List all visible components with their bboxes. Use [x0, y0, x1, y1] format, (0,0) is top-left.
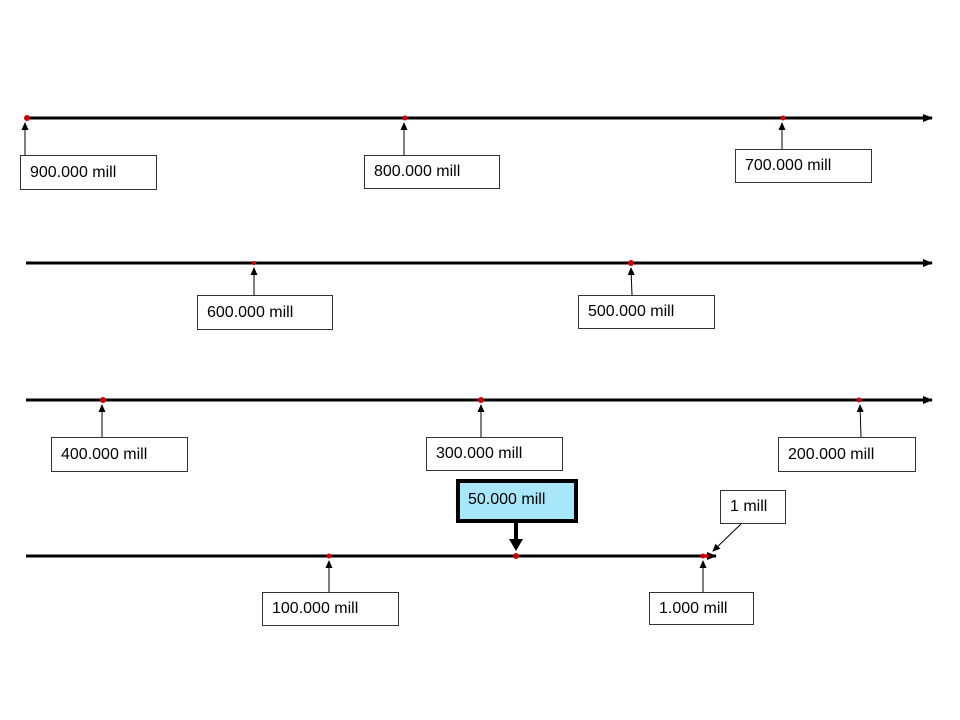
timeline-1-dot-900000 [24, 115, 30, 121]
timeline-4-dot-1 [705, 554, 709, 558]
timeline-4-dot-50000 [513, 553, 519, 559]
label-100000-mill: 100.000 mill [262, 592, 399, 626]
timeline-3-dot-400000 [100, 397, 106, 403]
timeline-2-dot-500000 [628, 260, 634, 266]
timeline-3-dot-300000 [478, 397, 484, 403]
pointer-50000-head [509, 539, 523, 551]
timeline-1-dot-700000 [780, 115, 786, 121]
pointer-200000 [856, 404, 864, 438]
timeline-3-dot-200000 [856, 397, 862, 403]
label-600000-mill: 600.000 mill [197, 295, 333, 330]
timeline-1-dot-800000 [402, 115, 408, 121]
label-800000-mill: 800.000 mill [364, 155, 500, 189]
label-900000-mill: 900.000 mill [20, 155, 157, 190]
label-1-mill: 1 mill [720, 490, 786, 524]
pointer-1 [712, 523, 742, 552]
label-500000-mill: 500.000 mill [578, 295, 715, 329]
timeline-4-dot-100000 [326, 553, 332, 559]
label-400000-mill: 400.000 mill [51, 437, 188, 472]
label-700000-mill: 700.000 mill [735, 149, 872, 183]
label-200000-mill: 200.000 mill [778, 437, 916, 472]
pointer-500000 [627, 267, 635, 296]
timeline-4-dot-1000 [700, 553, 706, 559]
label-50000-mill-highlighted: 50.000 mill [456, 479, 578, 523]
label-300000-mill: 300.000 mill [426, 437, 563, 471]
label-1000-mill: 1.000 mill [649, 592, 754, 625]
timeline-2-dot-600000 [252, 261, 256, 265]
